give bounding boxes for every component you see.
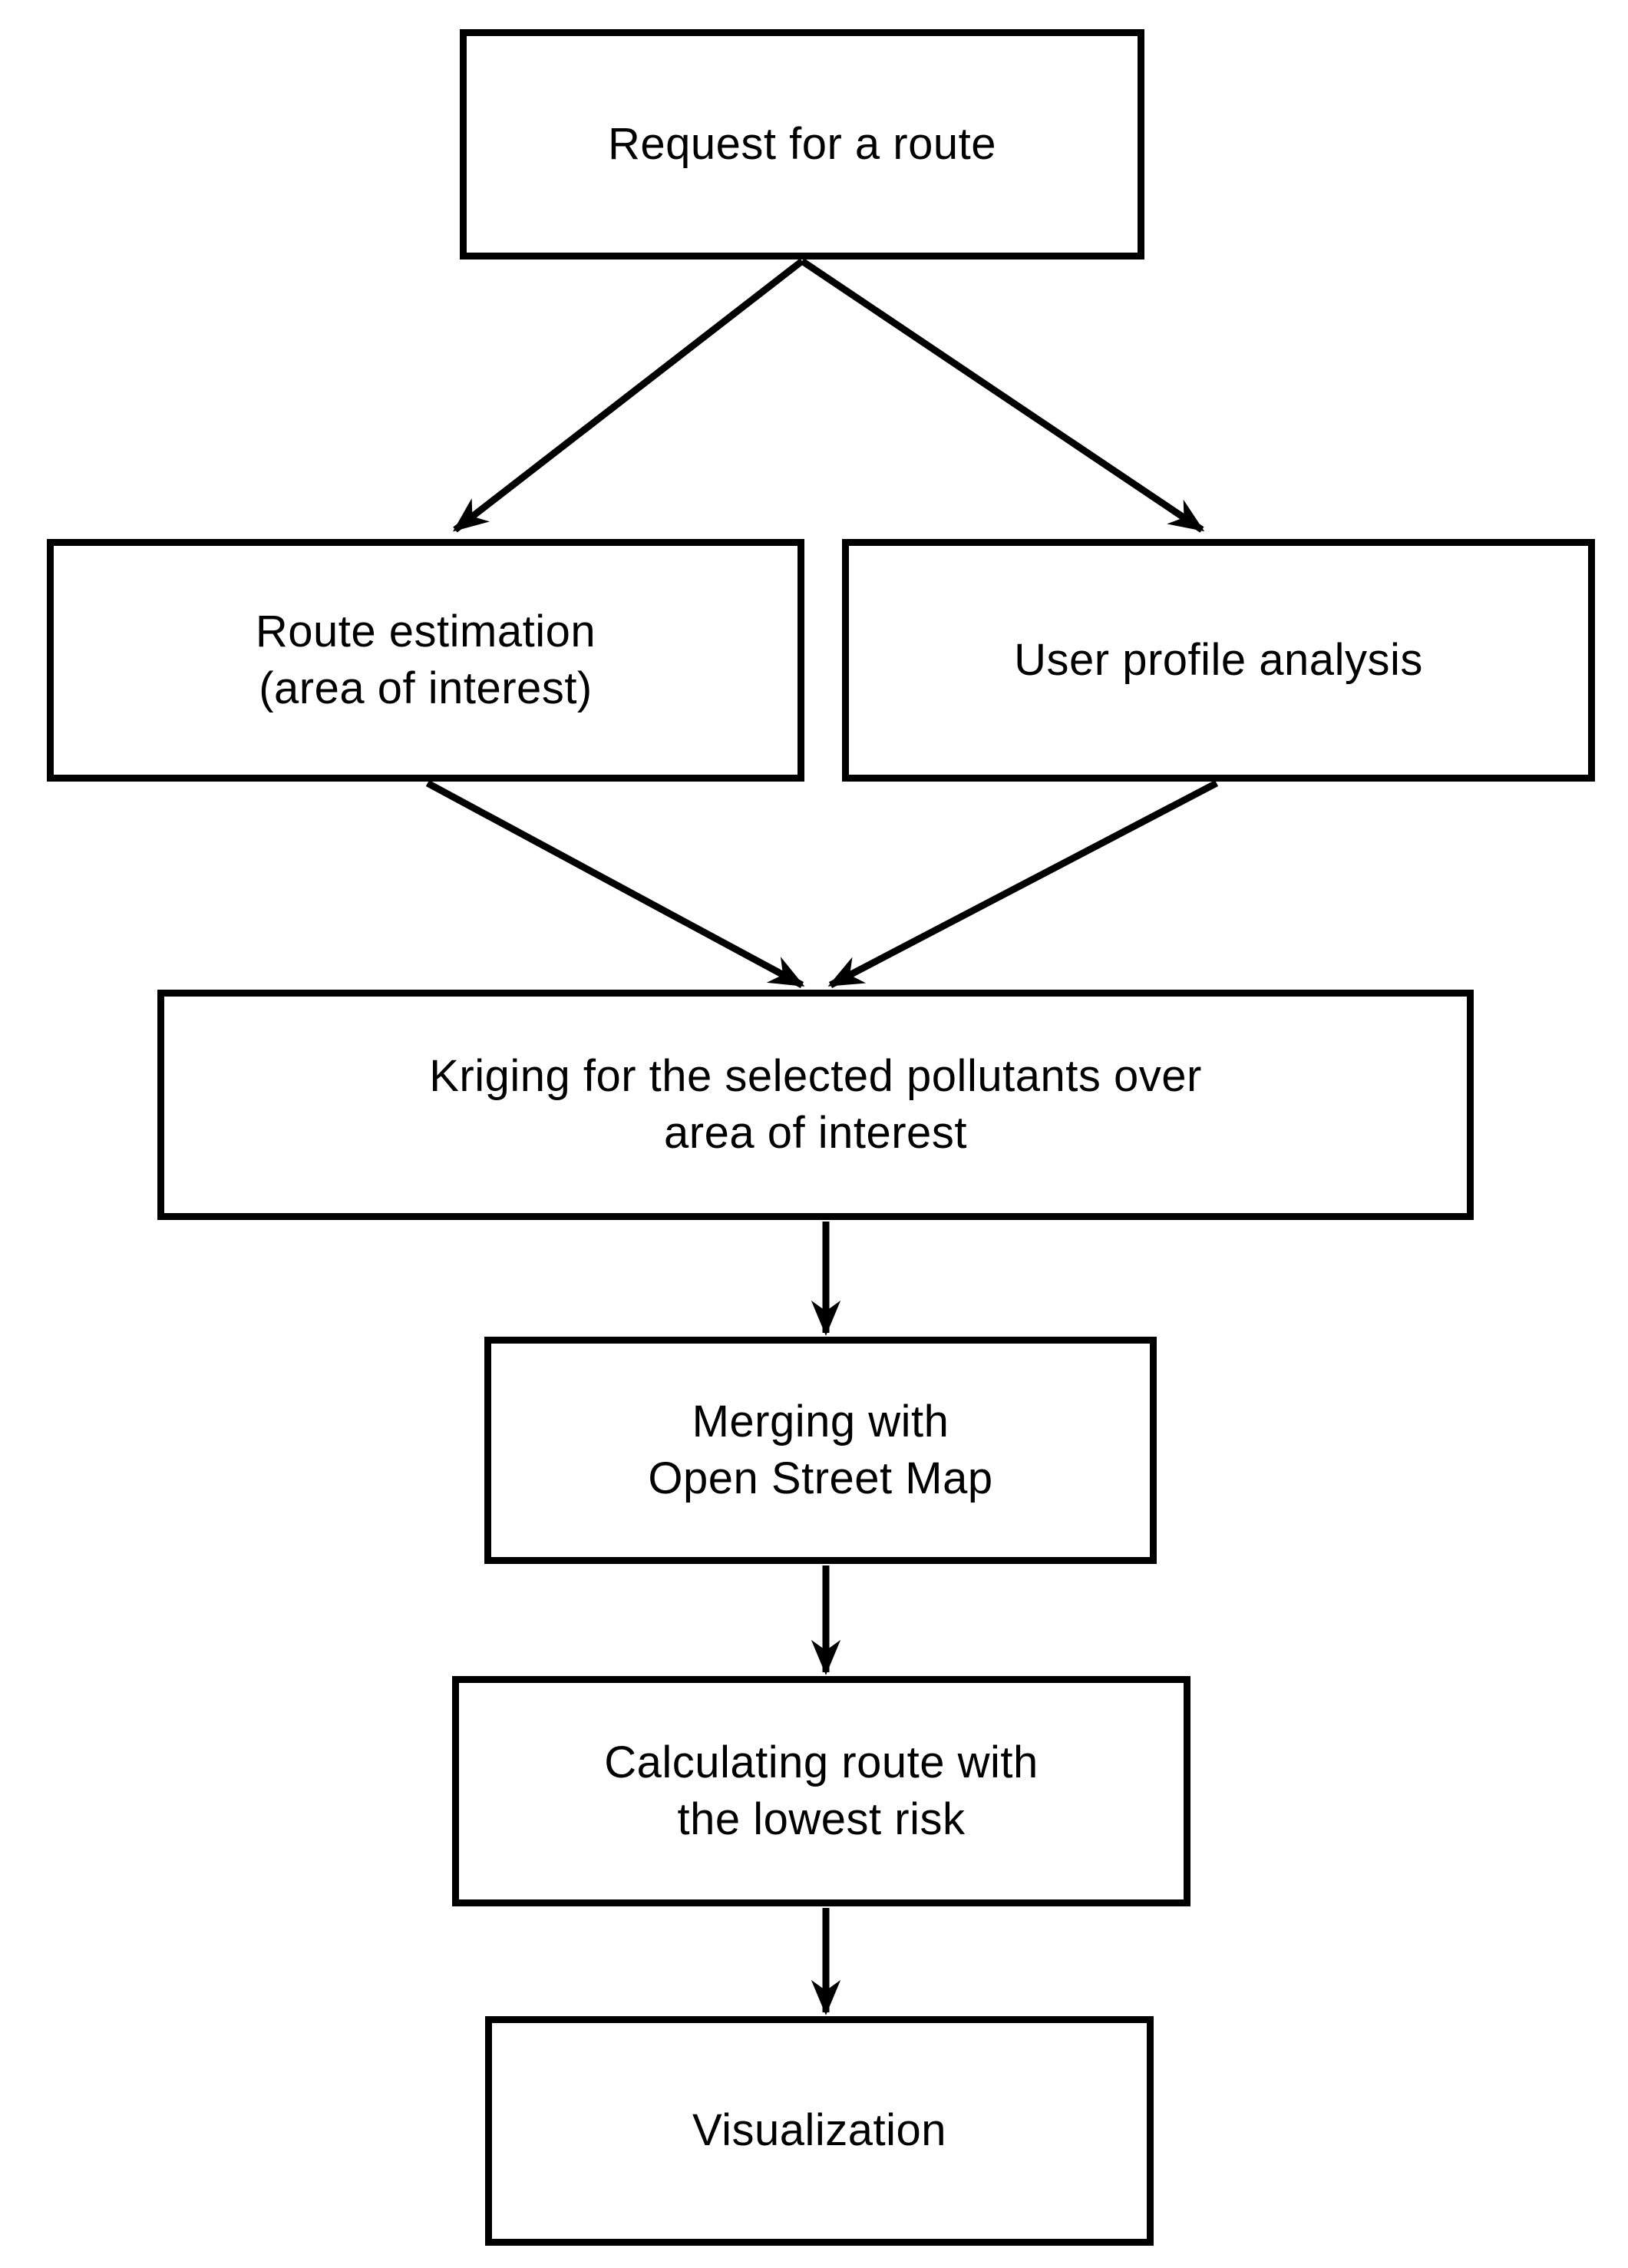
edge-request-to-user-profile	[800, 258, 1205, 533]
node-user-profile-analysis: User profile analysis	[842, 539, 1595, 782]
node-label-line: Open Street Map	[648, 1453, 993, 1503]
edge-route-estimation-to-kriging	[425, 780, 805, 988]
node-visualization: Visualization	[485, 2016, 1154, 2246]
node-label-line: Route estimation	[255, 606, 596, 656]
node-label-line: Visualization	[692, 2105, 947, 2156]
node-route-estimation: Route estimation (area of interest)	[47, 539, 804, 782]
edge-request-to-route-estimation	[452, 258, 804, 533]
node-label-line: Calculating route with	[604, 1737, 1039, 1787]
node-label-line: Kriging for the selected pollutants over	[429, 1050, 1202, 1101]
node-label-line: area of interest	[664, 1108, 967, 1158]
node-kriging: Kriging for the selected pollutants over…	[157, 990, 1474, 1220]
node-label-line: (area of interest)	[259, 663, 593, 713]
node-label-line: Merging with	[692, 1396, 949, 1446]
node-calculating-route: Calculating route with the lowest risk	[452, 1676, 1190, 1906]
node-request-for-a-route: Request for a route	[460, 29, 1144, 260]
node-label-line: User profile analysis	[1014, 634, 1423, 685]
node-merging-osm: Merging with Open Street Map	[484, 1337, 1157, 1564]
node-label-line: the lowest risk	[677, 1794, 966, 1844]
node-label-line: Request for a route	[607, 118, 996, 169]
edge-user-profile-to-kriging	[827, 780, 1219, 988]
